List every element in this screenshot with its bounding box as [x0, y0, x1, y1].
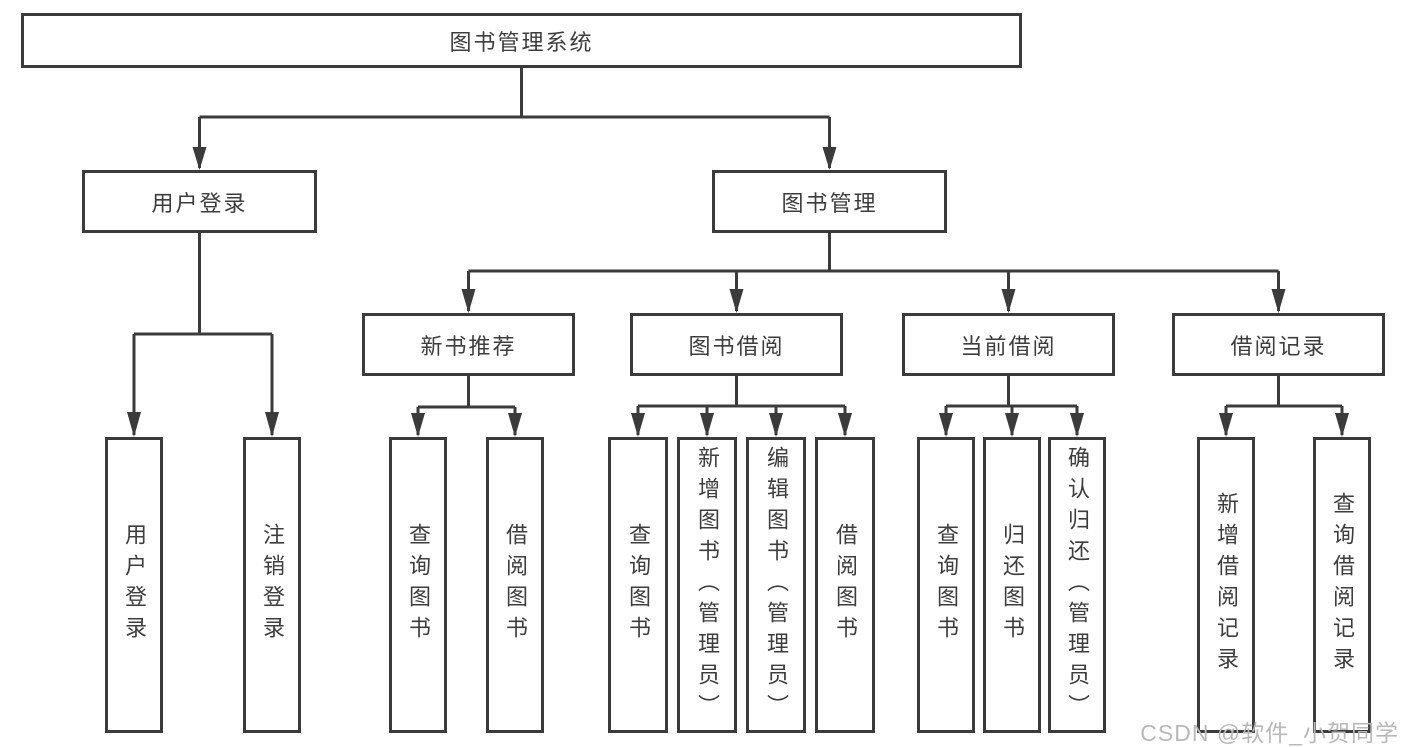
leaf-borrow-books-label: 借阅图书: [833, 523, 858, 647]
leaf-borrow-books-recommend-label: 借阅图书: [503, 523, 528, 647]
arrowhead: [1335, 413, 1349, 437]
arrowheads: [127, 147, 1349, 437]
arrowhead: [461, 289, 476, 313]
node-new-book-recommend: 新书推荐: [362, 313, 575, 376]
node-borrowing-records-label: 借阅记录: [1230, 333, 1327, 359]
leaf-user-login-label: 用户登录: [122, 523, 147, 647]
leaf-query-books-recommend-label: 查询图书: [406, 523, 431, 647]
leaf-borrow-books: 借阅图书: [815, 437, 875, 733]
leaf-user-login: 用户登录: [105, 437, 163, 733]
arrowhead: [1070, 413, 1084, 437]
arrowhead: [1001, 289, 1016, 313]
arrowhead: [700, 413, 714, 437]
node-book-borrowing: 图书借阅: [630, 313, 843, 376]
leaf-add-borrow-record-label: 新增借阅记录: [1214, 492, 1239, 678]
leaf-query-borrow-record: 查询借阅记录: [1313, 437, 1371, 733]
node-new-book-recommend-label: 新书推荐: [420, 333, 517, 359]
leaf-query-books-recommend: 查询图书: [389, 437, 447, 733]
arrowhead: [822, 147, 837, 170]
node-borrowing-records: 借阅记录: [1172, 313, 1385, 376]
arrowhead: [939, 413, 953, 437]
leaf-query-books-current-label: 查询图书: [934, 523, 959, 647]
arrowhead: [729, 289, 744, 313]
leaf-query-borrow-record-label: 查询借阅记录: [1330, 492, 1355, 678]
leaf-return-books: 归还图书: [983, 437, 1041, 733]
arrowhead: [508, 413, 522, 437]
leaf-return-books-label: 归还图书: [1000, 523, 1025, 647]
leaf-query-books-borrowing: 查询图书: [608, 437, 668, 733]
leaf-query-books-current: 查询图书: [917, 437, 975, 733]
arrowhead: [1219, 413, 1233, 437]
arrowhead: [192, 147, 207, 170]
node-user-login: 用户登录: [82, 170, 317, 233]
connector-root-to-level2: [198, 68, 831, 168]
arrowhead: [265, 412, 279, 437]
leaf-edit-books-admin: 编辑图书（管理员）: [746, 437, 806, 733]
leaf-confirm-return-admin: 确认归还（管理员）: [1048, 437, 1106, 733]
leaf-logout-label: 注销登录: [260, 523, 285, 647]
connector-borrowing-to-leaves: [636, 376, 847, 435]
arrowhead: [838, 413, 852, 437]
arrowhead: [631, 413, 645, 437]
leaf-add-books-admin: 新增图书（管理员）: [677, 437, 737, 733]
arrowhead: [1271, 289, 1286, 313]
node-root: 图书管理系统: [21, 13, 1022, 68]
arrowhead: [127, 412, 141, 437]
leaf-add-borrow-record: 新增借阅记录: [1197, 437, 1255, 733]
leaf-add-books-admin-label: 新增图书（管理员）: [695, 445, 720, 725]
leaf-edit-books-admin-label: 编辑图书（管理员）: [764, 445, 789, 725]
node-book-management-label: 图书管理: [781, 190, 878, 216]
node-root-label: 图书管理系统: [449, 29, 594, 55]
leaf-query-books-borrowing-label: 查询图书: [626, 523, 651, 647]
leaf-borrow-books-recommend: 借阅图书: [486, 437, 544, 733]
connector-new-rec-to-leaves: [416, 376, 517, 435]
connector-records-to-leaves: [1224, 376, 1344, 435]
node-current-borrowing-label: 当前借阅: [960, 333, 1057, 359]
node-current-borrowing: 当前借阅: [902, 313, 1115, 376]
node-book-borrowing-label: 图书借阅: [688, 333, 785, 359]
arrowhead: [411, 413, 425, 437]
arrowhead: [1005, 413, 1019, 437]
csdn-watermark: CSDN @软件_小贺同学: [1140, 720, 1399, 746]
connector-user-login-to-leaves: [132, 233, 274, 435]
leaf-logout: 注销登录: [243, 437, 301, 733]
node-user-login-label: 用户登录: [151, 190, 248, 216]
arrowhead: [769, 413, 783, 437]
connector-book-mgmt-to-level3: [467, 233, 1280, 311]
node-book-management: 图书管理: [712, 170, 947, 233]
leaf-confirm-return-admin-label: 确认归还（管理员）: [1065, 445, 1090, 725]
